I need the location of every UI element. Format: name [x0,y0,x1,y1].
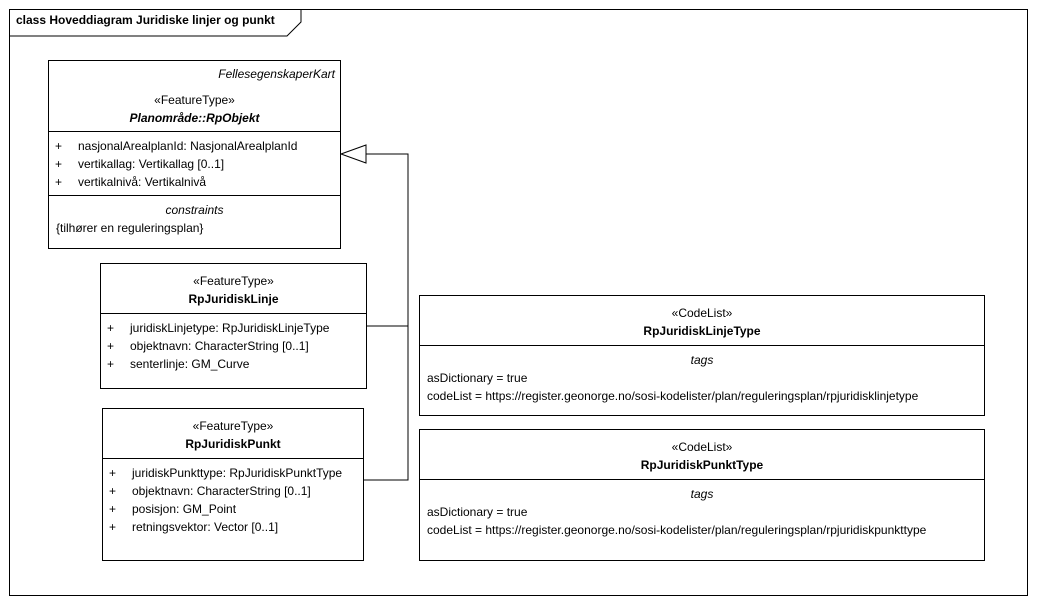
class-rpjuridisklinje[interactable]: «FeatureType» RpJuridiskLinje + juridiskL… [100,263,367,389]
attribute-row: + juridiskLinjetype: RpJuridiskLinjeType [101,319,366,337]
tag-row: codeList = https://register.geonorge.no/… [427,523,927,537]
attribute-visibility: + [109,520,117,534]
compartment-label: tags [690,353,714,367]
tag-row: asDictionary = true [427,371,528,385]
frame-name-tab [9,9,302,37]
compartment-label: constraints [165,203,224,217]
compartment-label: tags [690,487,714,501]
attribute-row: + nasjonalArealplanId: NasjonalArealplanI… [49,137,340,155]
class-name: RpJuridiskPunktType [640,458,764,472]
class-name: RpJuridiskLinjeType [643,324,761,338]
tags-compartment: tags asDictionary = true codeList = http… [420,345,984,409]
attribute-compartment: + nasjonalArealplanId: NasjonalArealplanI… [49,131,340,195]
attribute-visibility: + [107,339,115,353]
attribute-row: + vertikalnivå: Vertikalnivå [49,173,340,191]
class-stereotype: «FeatureType» [192,419,274,433]
class-name: RpJuridiskPunkt [185,437,281,451]
attribute-text: vertikalnivå: Vertikalnivå [78,175,207,189]
attribute-visibility: + [55,175,63,189]
generalization-arrowhead [339,144,367,164]
attribute-text: juridiskPunkttype: RpJuridiskPunktType [132,466,343,480]
attribute-row: + senterlinje: GM_Curve [101,355,366,373]
generalization-line [363,326,409,481]
diagram-title: class Hoveddiagram Juridiske linjer og p… [16,13,275,27]
codelist-rpjuridisklinjetype[interactable]: «CodeList» RpJuridiskLinjeType tags asDi… [419,295,985,416]
attribute-visibility: + [109,466,117,480]
attribute-visibility: + [109,484,117,498]
attribute-compartment: +juridiskLinjetype: RpJuridiskLinjeType … [101,313,366,377]
class-stereotype: «FeatureType» [154,93,235,107]
attribute-visibility: + [55,139,63,153]
attribute-text: juridiskLinjetype: RpJuridiskLinjeType [130,321,330,335]
attribute-row: + objektnavn: CharacterString [0..1] [101,337,366,355]
attribute-row: + objektnavn: CharacterString [0..1] [103,482,363,500]
tag-row: codeList = https://register.geonorge.no/… [427,389,919,403]
class-name: Planområde::RpObjekt [129,111,260,125]
generalization-line [366,153,409,327]
attribute-text: objektnavn: CharacterString [0..1] [130,339,309,353]
attribute-row: + juridiskPunkttype: RpJuridiskPunktType [103,464,363,482]
class-rpjuridiskpunkt[interactable]: «FeatureType» RpJuridiskPunkt + juridiskP… [102,408,364,561]
class-name: RpJuridiskLinje [188,292,279,306]
attribute-text: retningsvektor: Vector [0..1] [132,520,279,534]
attribute-text: objektnavn: CharacterString [0..1] [132,484,311,498]
attribute-row: + vertikallag: Vertikallag [0..1] [49,155,340,173]
attribute-compartment: +juridiskPunkttype: RpJuridiskPunktType … [103,458,363,540]
class-rpobjekt[interactable]: FellesegenskaperKart «FeatureType» Plano… [48,60,341,249]
tag-row: asDictionary = true [427,505,528,519]
codelist-rpjuridiskpunkttype[interactable]: «CodeList» RpJuridiskPunktType tags asDi… [419,429,985,561]
class-package-name: FellesegenskaperKart [218,67,335,81]
attribute-text: senterlinje: GM_Curve [130,357,250,371]
attribute-text: nasjonalArealplanId: NasjonalArealplanId [78,139,298,153]
tags-compartment: tags asDictionary = true codeList = http… [420,479,984,543]
constraints-compartment: constraints {tilhører en reguleringsplan… [49,195,340,241]
class-stereotype: «CodeList» [671,306,733,320]
class-stereotype: «FeatureType» [193,274,274,288]
attribute-visibility: + [55,157,63,171]
attribute-row: + posisjon: GM_Point [103,500,363,518]
diagram-frame [9,9,1028,596]
class-stereotype: «CodeList» [671,440,733,454]
attribute-visibility: + [109,502,117,516]
attribute-row: + retningsvektor: Vector [0..1] [103,518,363,536]
attribute-visibility: + [107,357,115,371]
attribute-text: posisjon: GM_Point [132,502,237,516]
attribute-text: vertikallag: Vertikallag [0..1] [78,157,225,171]
attribute-visibility: + [107,321,115,335]
constraint-text: {tilhører en reguleringsplan} [56,221,204,235]
